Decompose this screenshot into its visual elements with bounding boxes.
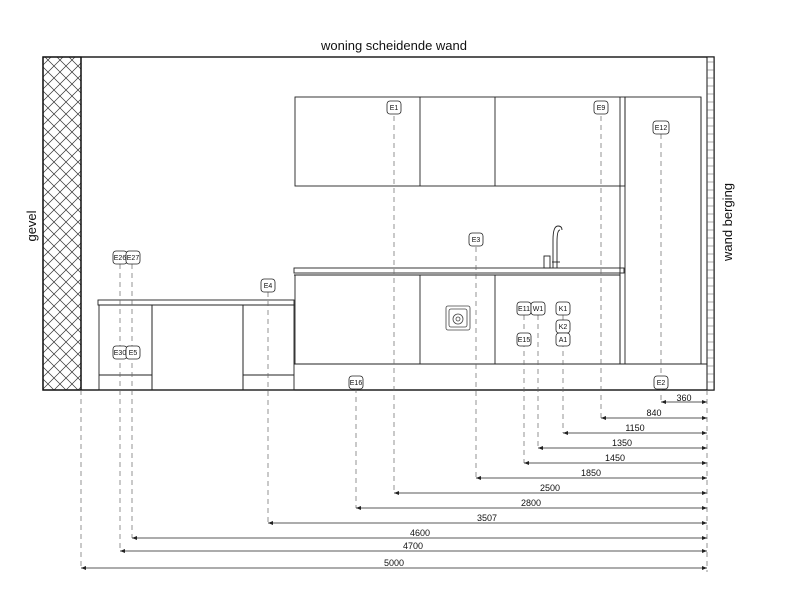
tag-e16: E16 — [348, 375, 364, 390]
svg-text:E4: E4 — [264, 283, 273, 290]
svg-text:840: 840 — [646, 408, 661, 418]
svg-text:360: 360 — [676, 393, 691, 403]
svg-text:E9: E9 — [597, 105, 606, 112]
tall-cabinet — [619, 96, 702, 365]
svg-text:E3: E3 — [472, 237, 481, 244]
upper-cabinets — [294, 96, 626, 187]
svg-text:2800: 2800 — [521, 498, 541, 508]
dim-2500: 2500 — [394, 483, 707, 495]
tag-markers: E1 E9 E12 E3 E26 E27 E4 E11 W1 K1 K2 A1 … — [112, 100, 670, 390]
dim-840: 840 — [601, 408, 707, 420]
svg-text:K1: K1 — [559, 306, 568, 313]
dim-2800: 2800 — [356, 498, 707, 510]
tag-e15: E15 — [516, 332, 532, 347]
dim-1450: 1450 — [524, 453, 707, 465]
svg-text:K2: K2 — [559, 324, 568, 331]
svg-text:E5: E5 — [129, 350, 138, 357]
dim-1350: 1350 — [538, 438, 707, 450]
faucet-icon — [543, 225, 563, 269]
dim-1850: 1850 — [476, 468, 707, 480]
tag-e11: E11 — [516, 301, 532, 316]
svg-text:1850: 1850 — [581, 468, 601, 478]
svg-text:E26: E26 — [114, 255, 127, 262]
svg-text:E15: E15 — [518, 337, 531, 344]
tag-w1: W1 — [530, 301, 546, 316]
tag-e4: E4 — [260, 278, 276, 293]
left-wall-label: gevel — [24, 210, 39, 241]
storage-wall — [706, 56, 715, 391]
svg-text:1150: 1150 — [625, 423, 644, 433]
dim-1150: 1150 — [563, 423, 707, 435]
svg-text:E27: E27 — [127, 255, 140, 262]
svg-text:E30: E30 — [114, 350, 127, 357]
svg-text:1450: 1450 — [605, 453, 625, 463]
tag-e12: E12 — [652, 120, 670, 135]
facade-wall-hatch — [42, 56, 82, 391]
tag-e1: E1 — [386, 100, 402, 115]
svg-text:E2: E2 — [657, 380, 666, 387]
svg-text:E11: E11 — [518, 306, 530, 313]
worktop — [293, 267, 625, 276]
tag-e5: E5 — [125, 345, 141, 360]
dim-5000: 5000 — [81, 558, 707, 570]
base-cabinets — [294, 274, 621, 365]
svg-text:E1: E1 — [390, 105, 399, 112]
top-wall-label: woning scheidende wand — [320, 38, 467, 53]
tag-e2: E2 — [653, 375, 669, 390]
dim-360: 360 — [661, 393, 707, 404]
svg-text:E12: E12 — [655, 125, 668, 132]
tag-e26: E26 — [112, 250, 128, 265]
reference-lines — [80, 116, 662, 568]
tag-k1: K1 — [555, 301, 571, 316]
dimension-lines: 360 840 1150 1350 1450 1850 — [81, 393, 707, 570]
dim-3507: 3507 — [268, 513, 707, 525]
dishwasher-icon — [445, 305, 471, 331]
storage-wall-hatch — [707, 61, 714, 383]
svg-text:5000: 5000 — [384, 558, 404, 568]
svg-text:3507: 3507 — [477, 513, 497, 523]
left-low-cabinets — [97, 299, 295, 391]
svg-text:4600: 4600 — [410, 528, 430, 538]
svg-text:E16: E16 — [350, 380, 363, 387]
svg-text:A1: A1 — [559, 337, 568, 344]
dim-4600: 4600 — [132, 528, 707, 540]
svg-text:1350: 1350 — [612, 438, 632, 448]
right-wall-label: wand berging — [720, 183, 735, 262]
dim-4700: 4700 — [120, 541, 707, 553]
tag-e30: E30 — [112, 345, 128, 360]
elevation-frame — [42, 56, 715, 391]
tag-e3: E3 — [468, 232, 484, 247]
tag-e27: E27 — [125, 250, 141, 265]
tag-e9: E9 — [593, 100, 609, 115]
svg-text:4700: 4700 — [403, 541, 423, 551]
tag-k2: K2 — [555, 319, 571, 334]
svg-text:2500: 2500 — [540, 483, 560, 493]
svg-text:W1: W1 — [533, 306, 544, 313]
tag-a1: A1 — [555, 332, 571, 347]
